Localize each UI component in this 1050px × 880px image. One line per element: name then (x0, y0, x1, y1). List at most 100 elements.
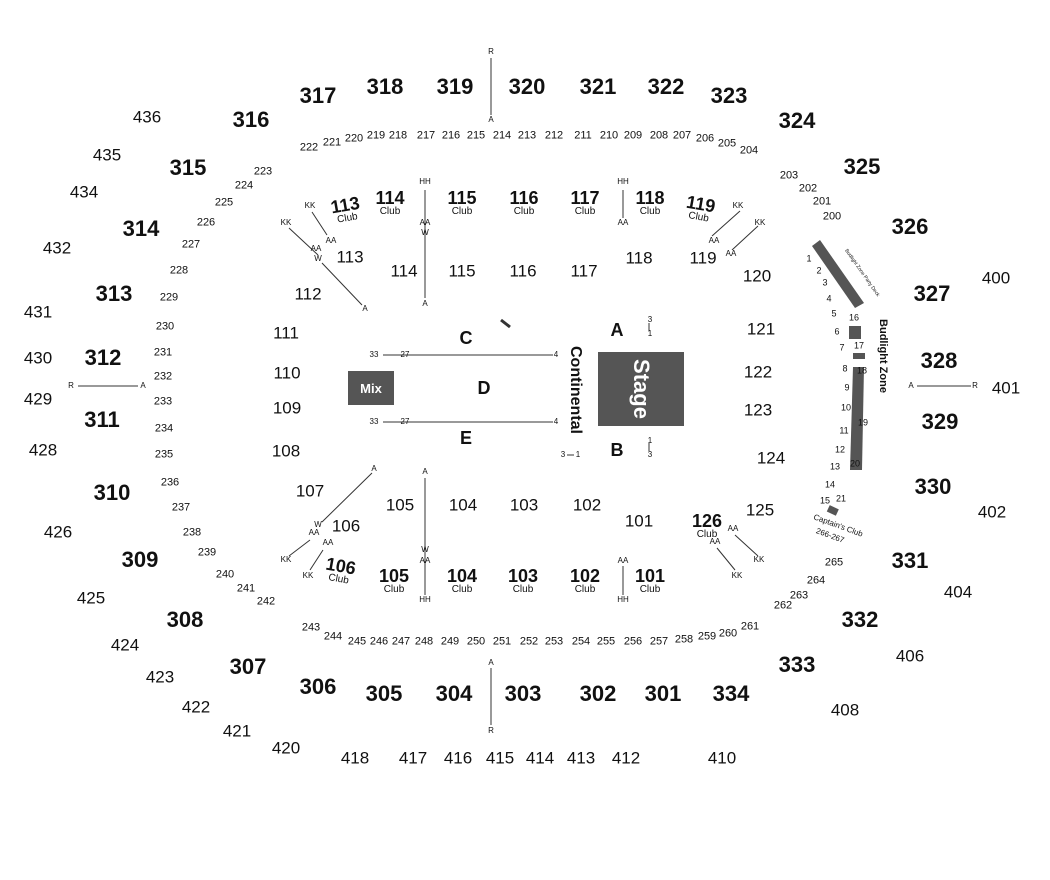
budlight-row-20[interactable]: 20 (849, 458, 861, 469)
section-309[interactable]: 309 (121, 547, 159, 572)
section-261[interactable]: 261 (740, 620, 760, 633)
section-233[interactable]: 233 (153, 395, 173, 408)
section-224[interactable]: 224 (234, 179, 254, 192)
section-103[interactable]: 103 (509, 495, 539, 515)
section-242[interactable]: 242 (256, 595, 276, 608)
section-305[interactable]: 305 (365, 681, 403, 706)
section-328[interactable]: 328 (920, 348, 958, 373)
section-243[interactable]: 243 (301, 621, 321, 634)
section-116[interactable]: 116 (509, 261, 537, 281)
budlight-row-19[interactable]: 19 (857, 417, 869, 428)
section-214[interactable]: 214 (492, 129, 512, 142)
section-412[interactable]: 412 (611, 748, 641, 768)
section-313[interactable]: 313 (95, 281, 133, 306)
section-205[interactable]: 205 (717, 137, 737, 150)
budlight-row-7[interactable]: 7 (839, 342, 845, 353)
section-308[interactable]: 308 (166, 607, 204, 632)
section-248[interactable]: 248 (414, 635, 434, 648)
section-416[interactable]: 416 (443, 748, 473, 768)
section-321[interactable]: 321 (579, 74, 617, 99)
budlight-row-12[interactable]: 12 (834, 444, 846, 455)
section-413[interactable]: 413 (566, 748, 596, 768)
section-226[interactable]: 226 (196, 216, 216, 229)
section-240[interactable]: 240 (215, 568, 235, 581)
section-102[interactable]: 102 (572, 495, 602, 515)
section-207[interactable]: 207 (672, 129, 692, 142)
budlight-row-9[interactable]: 9 (844, 382, 850, 393)
budlight-row-17[interactable]: 17 (853, 340, 865, 351)
section-110[interactable]: 110 (273, 363, 301, 383)
section-312[interactable]: 312 (84, 345, 122, 370)
section-217[interactable]: 217 (416, 129, 436, 142)
section-209[interactable]: 209 (623, 129, 643, 142)
section-262[interactable]: 262 (773, 599, 793, 612)
section-118[interactable]: 118 (625, 248, 653, 268)
section-320[interactable]: 320 (508, 74, 546, 99)
section-415[interactable]: 415 (485, 748, 515, 768)
section-106[interactable]: 106 (331, 516, 361, 536)
section-422[interactable]: 422 (181, 697, 211, 717)
section-304[interactable]: 304 (435, 681, 473, 706)
section-212[interactable]: 212 (544, 129, 564, 142)
section-220[interactable]: 220 (344, 132, 364, 145)
section-237[interactable]: 237 (171, 501, 191, 514)
section-253[interactable]: 253 (544, 635, 564, 648)
section-323[interactable]: 323 (710, 83, 748, 108)
section-227[interactable]: 227 (181, 238, 201, 251)
section-124[interactable]: 124 (756, 448, 786, 468)
budlight-row-4[interactable]: 4 (826, 293, 832, 304)
section-223[interactable]: 223 (253, 165, 273, 178)
section-303[interactable]: 303 (504, 681, 542, 706)
section-251[interactable]: 251 (492, 635, 512, 648)
floor-section-a[interactable]: A (610, 320, 624, 340)
section-430[interactable]: 430 (23, 348, 53, 368)
section-120[interactable]: 120 (742, 266, 772, 286)
section-329[interactable]: 329 (921, 409, 959, 434)
budlight-row-6[interactable]: 6 (834, 326, 840, 337)
section-122[interactable]: 122 (743, 362, 773, 382)
section-200[interactable]: 200 (822, 210, 842, 223)
section-114[interactable]: 114 (390, 261, 418, 281)
section-265[interactable]: 265 (824, 556, 844, 569)
section-241[interactable]: 241 (236, 582, 256, 595)
section-101[interactable]: 101 (624, 511, 654, 531)
section-111[interactable]: 111 (273, 323, 299, 343)
section-206[interactable]: 206 (695, 132, 715, 145)
budlight-row-14[interactable]: 14 (824, 479, 836, 490)
section-108[interactable]: 108 (271, 441, 301, 461)
section-215[interactable]: 215 (466, 129, 486, 142)
section-306[interactable]: 306 (299, 674, 337, 699)
section-319[interactable]: 319 (436, 74, 474, 99)
budlight-row-16[interactable]: 16 (848, 312, 860, 323)
section-334[interactable]: 334 (712, 681, 750, 706)
section-231[interactable]: 231 (153, 346, 173, 359)
section-204[interactable]: 204 (739, 144, 759, 157)
section-208[interactable]: 208 (649, 129, 669, 142)
section-263[interactable]: 263 (789, 589, 809, 602)
section-232[interactable]: 232 (153, 370, 173, 383)
budlight-row-18[interactable]: 18 (856, 365, 868, 376)
section-109[interactable]: 109 (272, 398, 302, 418)
section-216[interactable]: 216 (441, 129, 461, 142)
section-112[interactable]: 112 (294, 284, 322, 304)
section-202[interactable]: 202 (798, 182, 818, 195)
section-318[interactable]: 318 (366, 74, 404, 99)
budlight-row-8[interactable]: 8 (842, 363, 848, 374)
budlight-row-10[interactable]: 10 (840, 402, 852, 413)
section-250[interactable]: 250 (466, 635, 486, 648)
budlight-row-2[interactable]: 2 (816, 265, 822, 276)
section-421[interactable]: 421 (222, 721, 252, 741)
section-229[interactable]: 229 (159, 291, 179, 304)
section-426[interactable]: 426 (43, 522, 73, 542)
section-326[interactable]: 326 (891, 214, 929, 239)
section-264[interactable]: 264 (806, 574, 826, 587)
budlight-row-5[interactable]: 5 (831, 308, 837, 319)
section-228[interactable]: 228 (169, 264, 189, 277)
section-221[interactable]: 221 (322, 136, 342, 149)
section-218[interactable]: 218 (388, 129, 408, 142)
floor-section-b[interactable]: B (610, 440, 624, 460)
section-410[interactable]: 410 (707, 748, 737, 768)
